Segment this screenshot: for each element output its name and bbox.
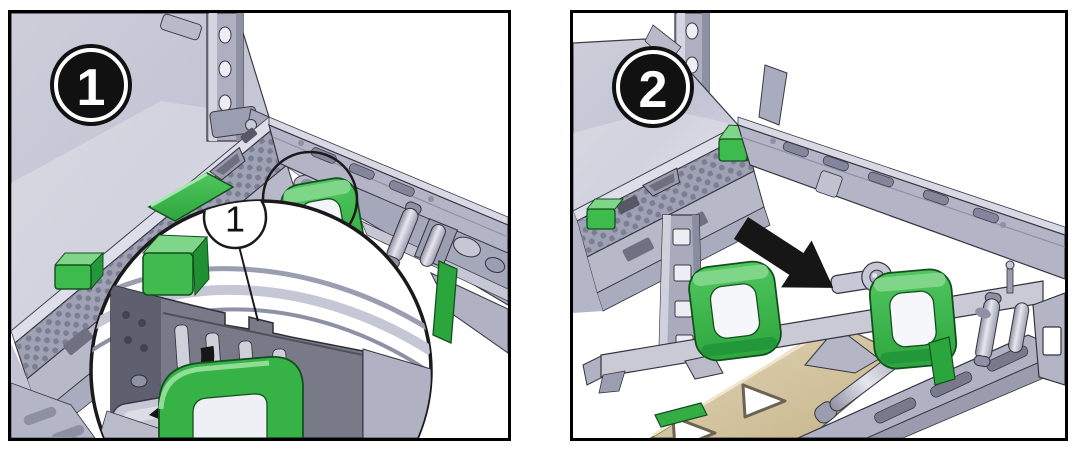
chassis-lower-plate: [11, 382, 96, 438]
step-2-badge: 2: [612, 46, 694, 128]
velcro-strap-flat: [654, 402, 708, 428]
step-2-number: 2: [639, 61, 668, 119]
velcro-strap-tail: [432, 260, 458, 344]
cable-triangle-hole: [741, 383, 787, 419]
cma-lower-rail: [797, 334, 1065, 438]
step-2-panel: 2: [570, 10, 1068, 441]
green-connector-magnified: [141, 234, 210, 297]
velcro-strap-flat: [147, 172, 235, 222]
cma-hinge: [383, 201, 506, 273]
green-connector-small: [53, 251, 105, 291]
callout-1-label: 1: [225, 199, 245, 240]
velcro-strap-loop-left: [684, 260, 782, 380]
rack-post: [206, 13, 270, 142]
vga-connector: [616, 167, 681, 214]
rack-post-lower: [658, 214, 704, 358]
step-1-illustration: 1 1: [11, 13, 508, 438]
slide-arrow-icon: [733, 217, 834, 288]
chassis-bracket: [160, 13, 202, 41]
velcro-strap-magnified: [158, 356, 304, 438]
inner-rail-end: [758, 64, 788, 126]
label-leader-line: [238, 245, 259, 322]
velcro-strap-loop-right: [868, 268, 958, 386]
step-1-badge: 1: [50, 44, 132, 126]
velcro-strap-tail: [928, 336, 956, 386]
step-1-number: 1: [77, 59, 106, 117]
green-connector-left: [585, 198, 625, 230]
step-1-panel: 1 1: [8, 10, 511, 441]
cable-triangle-hole: [671, 415, 717, 438]
step-2-illustration: 2: [573, 13, 1065, 438]
slide-rail: [737, 116, 1065, 280]
cma-hinge: [973, 260, 1065, 386]
magnifier-callout: 1: [89, 199, 433, 438]
